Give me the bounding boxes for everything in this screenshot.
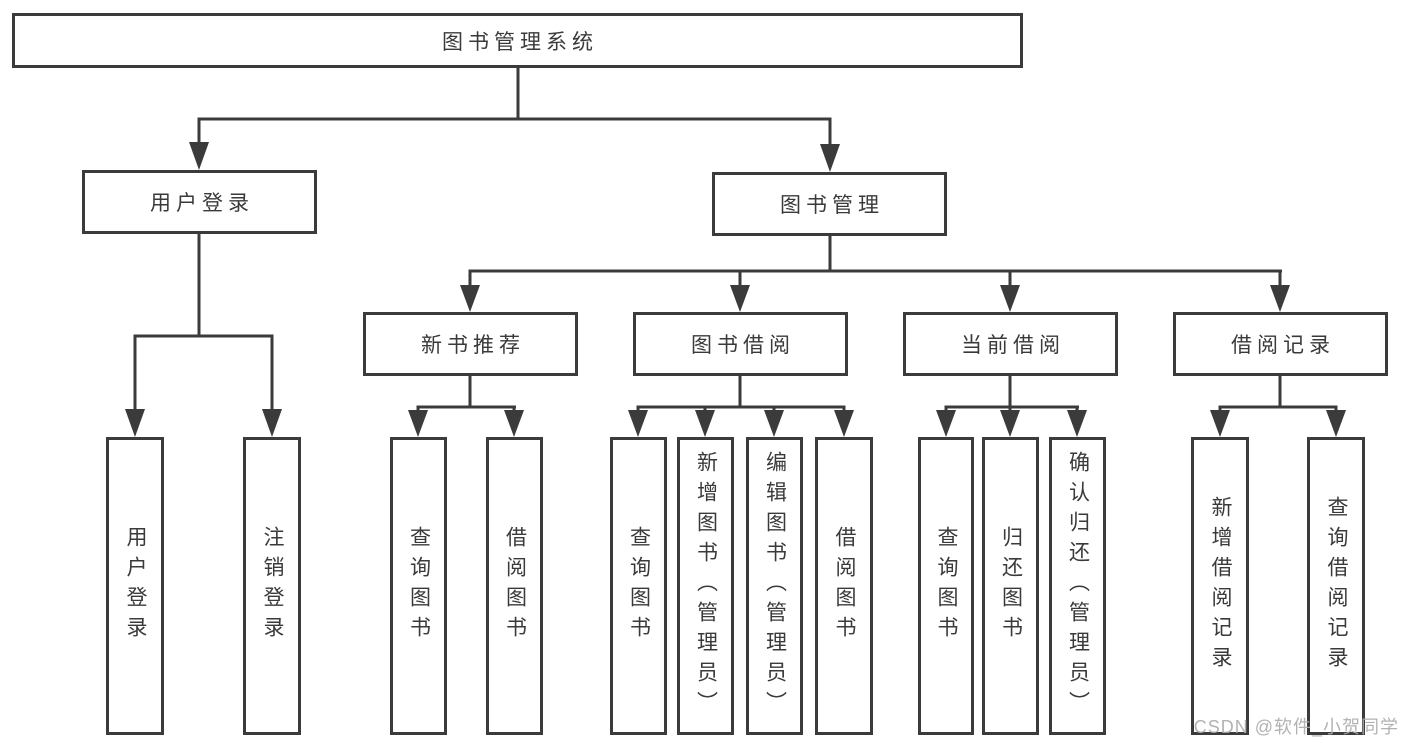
leaf-borrow-books-recommend: 借阅图书 xyxy=(486,437,543,735)
arrowhead-user-login xyxy=(189,142,209,170)
arrowhead-leaf-e2 xyxy=(1326,410,1346,437)
arrowhead-leaf-d2 xyxy=(1000,410,1020,437)
arrowhead-book-mgmt xyxy=(820,144,840,172)
leaf-query-books-current: 查询图书 xyxy=(918,437,974,735)
node-root: 图书管理系统 xyxy=(12,13,1023,68)
leaf-query-borrow-record: 查询借阅记录 xyxy=(1307,437,1365,735)
leaf-confirm-return-admin: 确认归还（管理员） xyxy=(1049,437,1106,735)
arrowhead-leaf-d3 xyxy=(1067,410,1087,437)
node-current-borrowing: 当前借阅 xyxy=(903,312,1118,376)
arrowhead-leaf-c2 xyxy=(695,410,715,437)
leaf-query-books-recommend: 查询图书 xyxy=(390,437,447,735)
arrowhead-leaf-c3 xyxy=(764,410,784,437)
node-user-login: 用户登录 xyxy=(82,170,317,234)
arrowhead-leaf-c1 xyxy=(628,410,648,437)
arrowhead-leaf-a1 xyxy=(125,409,145,437)
node-book-management: 图书管理 xyxy=(712,172,947,236)
csdn-watermark: CSDN @软件_小贺同学 xyxy=(1193,717,1399,737)
leaf-borrow-books: 借阅图书 xyxy=(815,437,873,735)
arrowhead-leaf-b1 xyxy=(408,410,428,437)
arrowhead-borrow-records xyxy=(1270,285,1290,312)
arrowhead-leaf-a2 xyxy=(262,409,282,437)
leaf-user-login: 用户登录 xyxy=(106,437,164,735)
leaf-logout: 注销登录 xyxy=(243,437,301,735)
arrowhead-leaf-b2 xyxy=(504,410,524,437)
node-borrowing-records: 借阅记录 xyxy=(1173,312,1388,376)
arrowhead-leaf-d1 xyxy=(936,410,956,437)
leaf-query-books-borrowing: 查询图书 xyxy=(610,437,667,735)
arrowhead-new-book xyxy=(460,285,480,312)
node-new-book-recommend: 新书推荐 xyxy=(363,312,578,376)
arrowhead-leaf-e1 xyxy=(1210,410,1230,437)
leaf-add-borrow-record: 新增借阅记录 xyxy=(1191,437,1249,735)
leaf-edit-books-admin: 编辑图书（管理员） xyxy=(746,437,803,735)
arrowhead-book-borrow xyxy=(730,285,750,312)
leaf-return-books: 归还图书 xyxy=(982,437,1039,735)
node-book-borrowing: 图书借阅 xyxy=(633,312,848,376)
arrowhead-leaf-c4 xyxy=(834,410,854,437)
leaf-add-books-admin: 新增图书（管理员） xyxy=(677,437,734,735)
arrowhead-current-borrow xyxy=(1000,285,1020,312)
